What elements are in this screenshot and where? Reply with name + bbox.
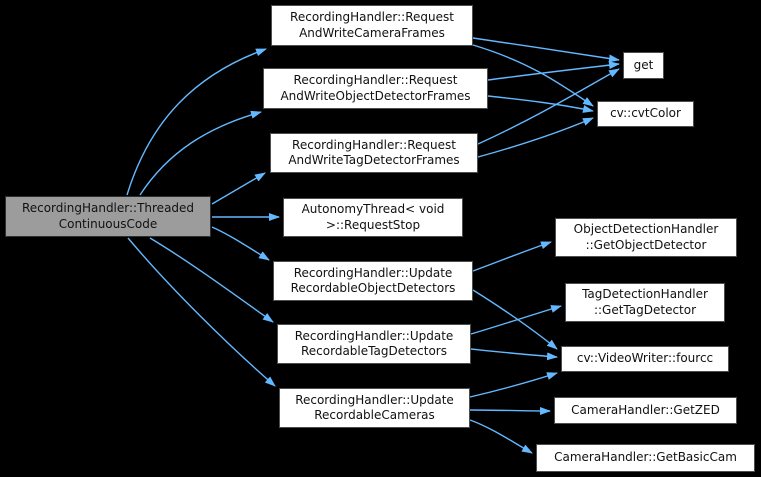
graph-node-updCameras[interactable]: RecordingHandler::Update RecordableCamer… xyxy=(279,388,470,428)
node-label: RecordingHandler::Request AndWriteTagDet… xyxy=(288,137,460,168)
call-edge-threaded-to-updCameras xyxy=(127,237,276,387)
call-edge-threaded-to-reqCamera xyxy=(126,48,267,196)
node-label: AutonomyThread< void >::RequestStop xyxy=(301,202,445,232)
graph-node-cvtColor[interactable]: cv::cvtColor xyxy=(597,101,694,127)
graph-node-threaded: RecordingHandler::Threaded ContinuousCod… xyxy=(5,196,211,237)
call-edge-reqObjDet-to-get xyxy=(487,61,620,81)
graph-node-reqObjDet[interactable]: RecordingHandler::Request AndWriteObject… xyxy=(263,68,488,109)
node-label: get xyxy=(633,57,654,72)
node-label: cv::VideoWriter::fourcc xyxy=(576,351,714,366)
node-label: RecordingHandler::Update RecordableTagDe… xyxy=(294,328,454,359)
graph-node-getBasicCam[interactable]: CameraHandler::GetBasicCam xyxy=(536,444,755,472)
node-label: cv::cvtColor xyxy=(610,106,681,121)
call-edge-updTagDet-to-fourcc xyxy=(470,348,558,361)
graph-node-reqTagDet[interactable]: RecordingHandler::Request AndWriteTagDet… xyxy=(270,133,478,173)
call-edge-reqCamera-to-get xyxy=(472,37,620,63)
call-edge-threaded-to-updTagDet xyxy=(149,237,274,323)
call-edge-threaded-to-updObjDet xyxy=(211,226,270,261)
node-label: ObjectDetectionHandler ::GetObjectDetect… xyxy=(573,222,719,252)
graph-node-requestStop[interactable]: AutonomyThread< void >::RequestStop xyxy=(283,198,463,237)
node-label: CameraHandler::GetBasicCam xyxy=(554,450,737,465)
node-label: RecordingHandler::Update RecordableCamer… xyxy=(295,392,454,423)
call-edge-reqCamera-to-cvtColor xyxy=(472,44,594,107)
graph-node-getObjDet[interactable]: ObjectDetectionHandler ::GetObjectDetect… xyxy=(555,218,737,257)
call-edge-updCameras-to-fourcc xyxy=(469,372,558,398)
graph-node-updObjDet[interactable]: RecordingHandler::Update RecordableObjec… xyxy=(273,261,473,301)
graph-node-get[interactable]: get xyxy=(623,52,664,79)
graph-node-getTagDet[interactable]: TagDetectionHandler ::GetTagDetector xyxy=(565,283,725,322)
call-edge-reqObjDet-to-cvtColor xyxy=(487,95,594,113)
graph-node-fourcc[interactable]: cv::VideoWriter::fourcc xyxy=(561,346,729,372)
node-label: TagDetectionHandler ::GetTagDetector xyxy=(582,287,708,317)
call-edge-threaded-to-reqTagDet xyxy=(211,172,266,205)
node-label: RecordingHandler::Threaded ContinuousCod… xyxy=(21,201,195,231)
call-edge-updObjDet-to-fourcc xyxy=(472,289,558,350)
node-label: RecordingHandler::Request AndWriteObject… xyxy=(280,73,471,103)
call-edge-updObjDet-to-getObjDet xyxy=(472,241,552,272)
call-edge-reqTagDet-to-get xyxy=(477,68,620,145)
graph-node-getZED[interactable]: CameraHandler::GetZED xyxy=(554,397,737,424)
node-label: RecordingHandler::Request AndWriteCamera… xyxy=(290,10,454,40)
node-label: CameraHandler::GetZED xyxy=(571,402,720,417)
call-edge-updCameras-to-getZED xyxy=(469,406,551,415)
call-edge-updCameras-to-getBasicCam xyxy=(469,419,533,454)
call-edge-reqTagDet-to-cvtColor xyxy=(477,117,594,158)
call-edge-threaded-to-reqObjDet xyxy=(139,110,262,196)
graph-node-updTagDet[interactable]: RecordingHandler::Update RecordableTagDe… xyxy=(277,324,471,364)
node-label: RecordingHandler::Update RecordableObjec… xyxy=(290,265,456,296)
call-edge-updTagDet-to-getTagDet xyxy=(470,305,562,335)
graph-node-reqCamera[interactable]: RecordingHandler::Request AndWriteCamera… xyxy=(271,5,473,46)
